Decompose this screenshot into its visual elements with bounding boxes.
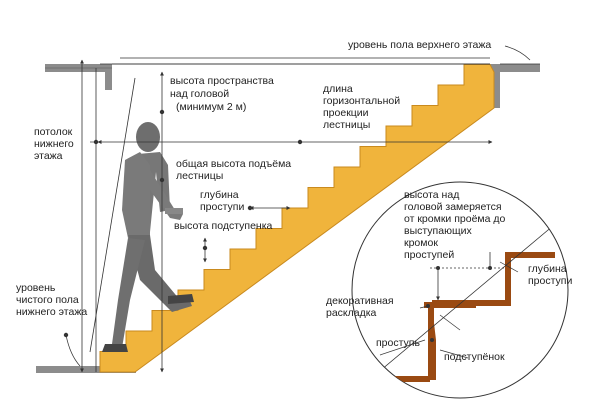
finished-floor-label: уровень чистого пола нижнего этажа	[16, 282, 87, 318]
person-figure	[102, 122, 194, 352]
lower-ceiling-slab	[45, 64, 112, 90]
headroom-label: высота пространства над головой (минимум…	[170, 75, 277, 113]
detail-tread-depth-label: глубина проступи	[528, 263, 572, 287]
total-rise-label: общая высота подъёма лестницы	[176, 158, 294, 182]
tread-depth-label: глубина проступи	[200, 189, 244, 213]
riser-label: подступёнок	[444, 351, 505, 363]
labels: уровень пола верхнего этажа высота прост…	[16, 39, 572, 363]
ground-floor-line	[36, 366, 136, 373]
leader-dots	[63, 109, 303, 338]
label-leaders	[65, 45, 531, 367]
detail-circle	[351, 181, 569, 399]
tread-label: проступь	[376, 337, 420, 349]
upper-floor-level-label: уровень пола верхнего этажа	[348, 39, 491, 51]
riser-height-label: высота подступенка	[174, 220, 273, 232]
dimension-lines	[80, 57, 540, 373]
upper-floor-slab	[490, 64, 540, 108]
headroom-note-label: высота над головой замеряется от кромки …	[404, 189, 508, 261]
lower-ceiling-label: потолок нижнего этажа	[34, 126, 77, 162]
horizontal-length-label: длина горизонтальной проекции лестницы	[323, 83, 403, 131]
decorative-trim-label: декоративная раскладка	[326, 295, 396, 319]
